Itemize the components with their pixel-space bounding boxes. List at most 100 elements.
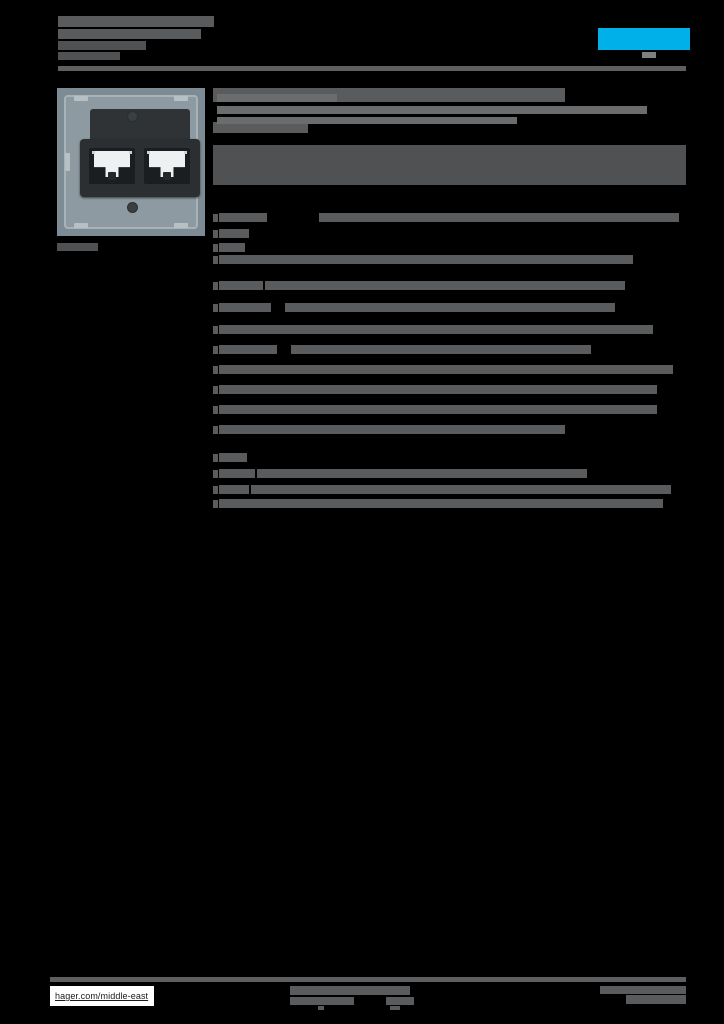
row-bullet-icon bbox=[213, 346, 218, 354]
row-value bbox=[265, 281, 625, 290]
row-value bbox=[253, 325, 653, 334]
row-value bbox=[263, 499, 663, 508]
specification-table bbox=[213, 212, 686, 655]
row-bullet-icon bbox=[213, 426, 218, 434]
row-label bbox=[219, 425, 265, 434]
socket-body bbox=[80, 139, 200, 197]
document-title-line-3 bbox=[58, 41, 146, 50]
row-bullet-icon bbox=[213, 326, 218, 334]
table-row bbox=[213, 344, 686, 356]
row-label bbox=[219, 303, 271, 312]
row-label bbox=[219, 255, 281, 264]
row-bullet-icon bbox=[213, 500, 218, 508]
product-image bbox=[57, 88, 205, 236]
document-title-line-2 bbox=[58, 29, 201, 39]
rj45-jack-right bbox=[144, 148, 190, 184]
rj45-jack-right-dot-left bbox=[147, 151, 150, 154]
row-label bbox=[219, 499, 263, 508]
header-divider bbox=[58, 66, 686, 71]
footer-center-line-1 bbox=[290, 986, 410, 995]
plate-tab-left bbox=[65, 153, 70, 171]
table-row bbox=[213, 484, 686, 496]
table-row bbox=[213, 384, 686, 396]
document-title-block bbox=[58, 16, 358, 62]
page-header bbox=[58, 16, 690, 68]
table-row bbox=[213, 424, 686, 436]
hager-wordmark-icon bbox=[598, 28, 690, 50]
footer-center-line-2 bbox=[290, 997, 354, 1005]
row-bullet-icon bbox=[213, 214, 218, 222]
table-row bbox=[213, 280, 686, 292]
row-label bbox=[219, 213, 267, 222]
row-value bbox=[257, 469, 587, 478]
rj45-jack-right-dot-right bbox=[184, 151, 187, 154]
row-label bbox=[219, 453, 247, 462]
footer-center-line-3 bbox=[386, 997, 414, 1005]
footer-page-number-line-1 bbox=[600, 986, 686, 994]
rj45-jack-left-latch bbox=[108, 172, 116, 180]
plate-tab-top-right bbox=[174, 96, 188, 101]
socket-upper-cover bbox=[90, 109, 190, 141]
rj45-jack-left bbox=[89, 148, 135, 184]
row-label bbox=[219, 281, 263, 290]
footer-center-block bbox=[290, 986, 470, 1010]
row-value bbox=[253, 365, 673, 374]
footer-page-number-line-2 bbox=[626, 995, 686, 1004]
footer-center-tick-2 bbox=[390, 1006, 400, 1010]
row-bullet-icon bbox=[213, 454, 218, 462]
plate-tab-bot-left bbox=[74, 223, 88, 228]
row-value bbox=[253, 255, 633, 264]
footer-right-block bbox=[600, 986, 686, 1006]
table-row bbox=[213, 254, 686, 266]
row-label bbox=[219, 405, 269, 414]
mounting-screw-top bbox=[127, 111, 138, 122]
product-photo-frame bbox=[57, 88, 205, 236]
row-bullet-icon bbox=[213, 470, 218, 478]
plate-tab-top-left bbox=[74, 96, 88, 101]
table-row bbox=[213, 364, 686, 376]
description-line-2 bbox=[217, 106, 647, 114]
table-row bbox=[213, 498, 686, 510]
datasheet-subtitle bbox=[213, 122, 308, 133]
row-bullet-icon bbox=[213, 282, 218, 290]
logo-underline-mark bbox=[642, 52, 656, 58]
row-bullet-icon bbox=[213, 230, 218, 238]
row-bullet-icon bbox=[213, 366, 218, 374]
table-row bbox=[213, 324, 686, 336]
row-label bbox=[219, 385, 259, 394]
table-row bbox=[213, 468, 686, 480]
description-line-3 bbox=[217, 117, 517, 124]
table-row bbox=[213, 302, 686, 314]
rj45-jack-left-dot-right bbox=[129, 151, 132, 154]
row-bullet-icon bbox=[213, 244, 218, 252]
mounting-plate bbox=[64, 95, 200, 229]
footer-divider bbox=[50, 977, 686, 982]
table-row bbox=[213, 452, 686, 464]
row-bullet-icon bbox=[213, 304, 218, 312]
row-label bbox=[219, 485, 249, 494]
page-footer: hager.com/middle-east bbox=[50, 986, 686, 1012]
row-value bbox=[265, 425, 565, 434]
rj45-jack-right-latch bbox=[163, 172, 171, 180]
product-reference-label bbox=[57, 243, 98, 251]
row-label bbox=[219, 243, 245, 252]
row-label bbox=[219, 365, 253, 374]
table-row bbox=[213, 212, 686, 224]
row-value bbox=[291, 345, 591, 354]
row-bullet-icon bbox=[213, 386, 218, 394]
row-bullet-icon bbox=[213, 256, 218, 264]
document-title-line-4 bbox=[58, 52, 120, 60]
row-value bbox=[269, 405, 657, 414]
row-label bbox=[219, 469, 255, 478]
row-label bbox=[219, 229, 249, 238]
document-title-line-1 bbox=[58, 16, 214, 27]
plate-tab-bot-right bbox=[174, 223, 188, 228]
datasheet-body bbox=[213, 88, 686, 199]
footer-website-link[interactable]: hager.com/middle-east bbox=[50, 986, 155, 1006]
hager-logo[interactable] bbox=[598, 28, 690, 58]
footer-center-tick-1 bbox=[318, 1006, 324, 1010]
mounting-screw-bottom bbox=[127, 202, 138, 213]
description-line-1 bbox=[217, 94, 337, 102]
row-value bbox=[259, 385, 657, 394]
